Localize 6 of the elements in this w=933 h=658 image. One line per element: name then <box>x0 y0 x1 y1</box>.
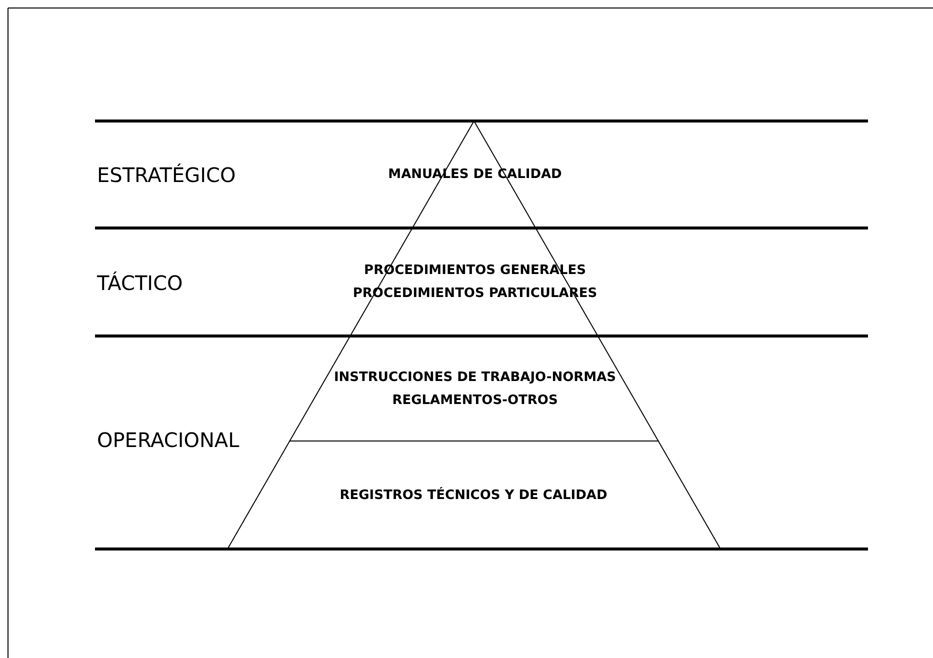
layer-text: REGISTROS TÉCNICOS Y DE CALIDAD <box>340 486 608 504</box>
level-label: ESTRATÉGICO <box>97 163 236 187</box>
level-label: OPERACIONAL <box>97 428 240 452</box>
layer-text: REGLAMENTOS-OTROS <box>392 392 558 410</box>
level-label: TÁCTICO <box>97 271 183 295</box>
layer-text: INSTRUCCIONES DE TRABAJO-NORMAS <box>334 368 616 386</box>
